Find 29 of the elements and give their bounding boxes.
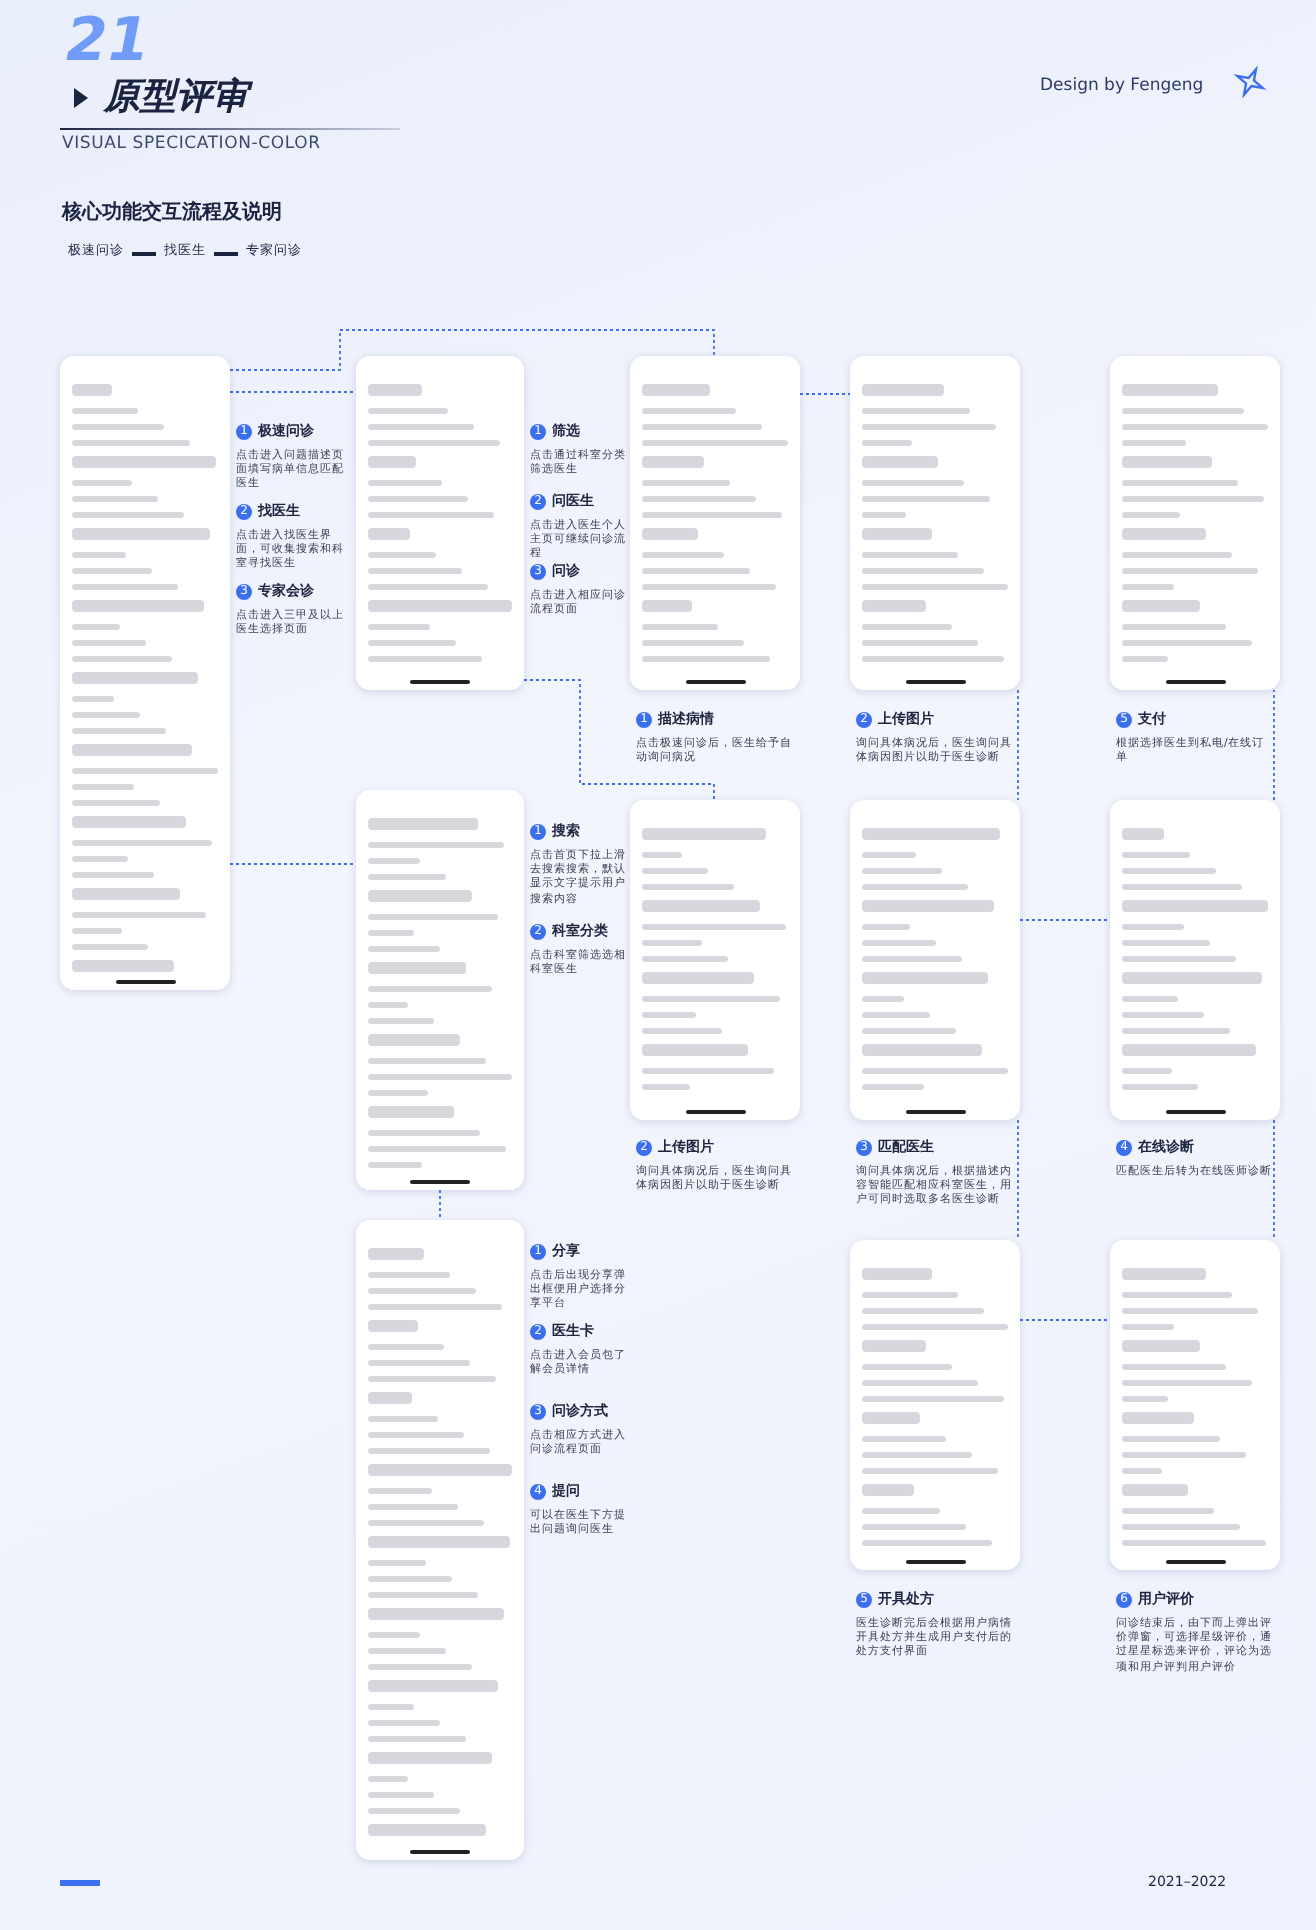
- dotted-connector: [229, 391, 357, 393]
- phone-screen-picture: [1110, 800, 1280, 1120]
- phone-screen-picture: [850, 356, 1020, 690]
- dotted-connector: [439, 1189, 441, 1221]
- dotted-connector: [1017, 689, 1019, 801]
- dotted-connector: [1019, 1319, 1111, 1321]
- dotted-connector: [1019, 919, 1111, 921]
- phone-screen-picture: [356, 1220, 524, 1860]
- dotted-connector: [229, 329, 715, 371]
- page-title: 原型评审: [104, 76, 248, 120]
- phone-screen-picture: [60, 356, 230, 990]
- subtitle: VISUAL SPECICATION-COLOR: [62, 134, 321, 154]
- phone-screen-picture: [356, 790, 524, 1190]
- dotted-connector: [1273, 689, 1275, 801]
- phone-screen-picture: [630, 800, 800, 1120]
- decorative-number: 21: [66, 12, 150, 72]
- dotted-connector: [523, 679, 715, 801]
- section-heading: 核心功能交互流程及说明: [62, 198, 282, 226]
- dotted-connector: [1017, 1119, 1019, 1241]
- dotted-connector: [1273, 1119, 1275, 1241]
- phone-screen-picture: [850, 1240, 1020, 1570]
- credit-text: Design by Fengeng: [1040, 76, 1204, 96]
- phone-screen-picture: [1110, 1240, 1280, 1570]
- phone-screen-picture: [850, 800, 1020, 1120]
- dotted-connector: [799, 393, 851, 395]
- phone-screen-picture: [630, 356, 800, 690]
- dotted-connector: [229, 863, 357, 865]
- phone-screen-picture: [356, 356, 524, 690]
- phone-screen-picture: [1110, 356, 1280, 690]
